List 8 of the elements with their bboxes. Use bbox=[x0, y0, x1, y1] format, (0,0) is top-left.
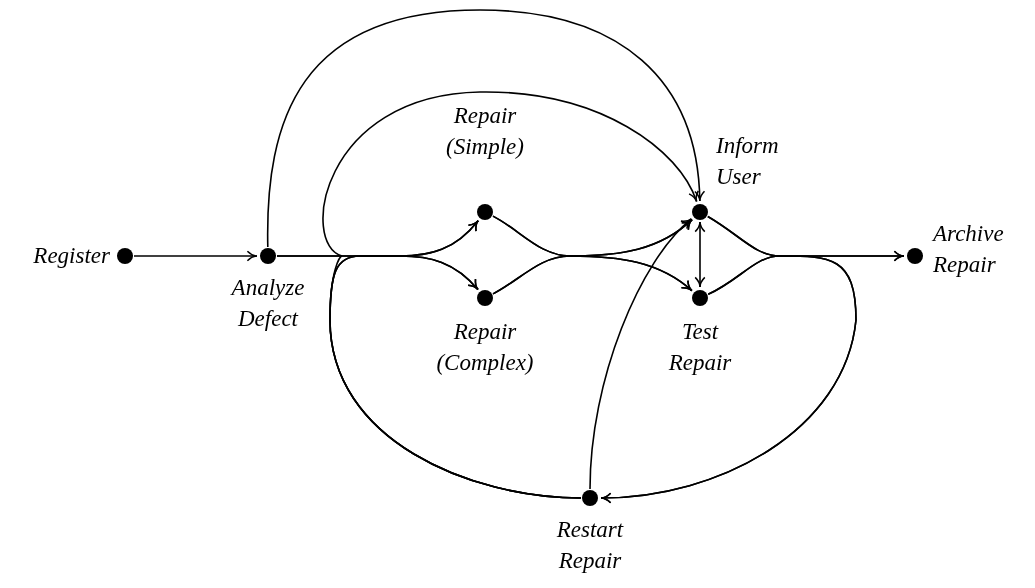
event-label: Analyze Defect bbox=[229, 274, 306, 333]
event-label: Archive Repair bbox=[933, 220, 1005, 279]
event-label: Register bbox=[32, 242, 110, 270]
event-label: Repair (Simple) bbox=[445, 102, 525, 161]
event-label: Inform User bbox=[716, 132, 780, 191]
event-label: Repair (Complex) bbox=[435, 318, 535, 377]
event-label: Test Repair bbox=[667, 318, 733, 377]
event-label: Restart Repair bbox=[555, 516, 625, 575]
